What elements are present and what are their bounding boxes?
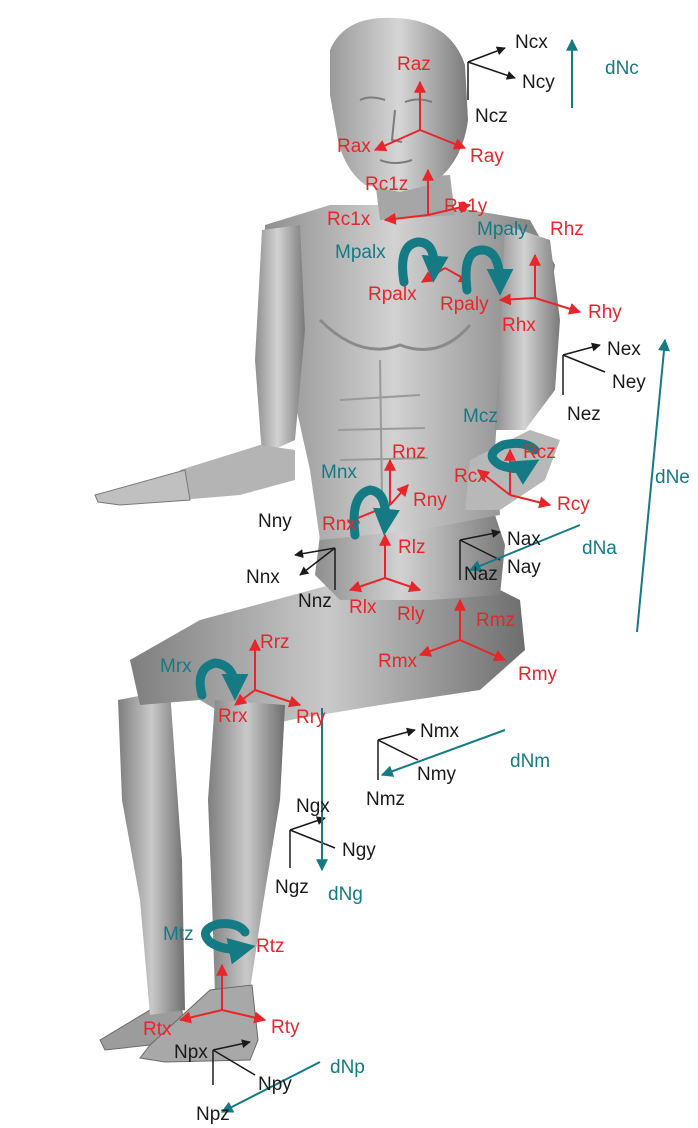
label-dnm: dNm <box>510 751 550 772</box>
label-rrz: Rrz <box>260 632 290 653</box>
left-forearm <box>180 445 295 500</box>
label-ngz: Ngz <box>275 877 309 898</box>
label-rly: Rly <box>397 604 425 625</box>
label-rnz: Rnz <box>392 442 426 463</box>
label-dng: dNg <box>328 884 363 905</box>
label-rny: Rny <box>413 490 447 511</box>
label-mcz: Mcz <box>463 406 498 427</box>
label-rlx: Rlx <box>349 597 377 618</box>
label-nex: Nex <box>607 339 641 360</box>
left-lower-leg <box>118 690 185 1015</box>
label-npy: Npy <box>258 1074 292 1095</box>
label-nmz: Nmz <box>366 789 405 810</box>
label-rmz: Rmz <box>476 610 515 631</box>
label-nez: Nez <box>567 404 601 425</box>
label-rry: Rry <box>296 707 326 728</box>
label-mnx: Mnx <box>321 462 357 483</box>
label-nny: Nny <box>258 511 292 532</box>
label-mrx: Mrx <box>160 656 192 677</box>
left-hand <box>95 470 190 505</box>
label-rmx: Rmx <box>378 651 418 672</box>
label-rcx: Rcx <box>454 466 487 487</box>
label-rcz: Rcz <box>523 442 556 463</box>
label-dna: dNa <box>582 538 617 559</box>
label-rty: Rty <box>271 1017 300 1038</box>
left-upper-arm <box>255 225 305 455</box>
label-ray: Ray <box>470 146 504 167</box>
label-ngx: Ngx <box>296 796 330 817</box>
label-rpalx: Rpalx <box>368 284 417 305</box>
label-nmy: Nmy <box>417 764 457 785</box>
label-dnp: dNp <box>330 1057 365 1078</box>
label-rc1y: Rc1y <box>444 196 488 217</box>
label-nnx: Nnx <box>246 567 280 588</box>
label-rpaly: Rpaly <box>440 294 489 315</box>
label-ncz: Ncz <box>475 106 508 127</box>
label-rcy: Rcy <box>557 494 590 515</box>
label-rc1x: Rc1x <box>327 209 371 230</box>
label-nnz: Nnz <box>298 591 332 612</box>
label-mpaly: Mpaly <box>477 219 528 240</box>
label-rnx: Rnx <box>322 514 356 535</box>
label-npz: Npz <box>196 1104 230 1125</box>
label-ncx: Ncx <box>515 32 548 53</box>
label-ncy: Ncy <box>522 72 555 93</box>
label-rlz: Rlz <box>398 537 425 558</box>
label-mpalx: Mpalx <box>335 242 386 263</box>
label-npx: Npx <box>174 1042 208 1063</box>
mannequin-figure <box>95 18 560 1062</box>
label-nmx: Nmx <box>420 721 460 742</box>
label-rrx: Rrx <box>218 706 248 727</box>
label-rhz: Rhz <box>550 219 584 240</box>
label-rhy: Rhy <box>588 302 622 323</box>
label-nax: Nax <box>507 529 541 550</box>
label-ney: Ney <box>612 372 646 393</box>
label-rax: Rax <box>337 136 371 157</box>
label-dne: dNe <box>655 467 690 488</box>
label-naz: Naz <box>464 564 498 585</box>
label-nay: Nay <box>507 557 541 578</box>
label-mtz: Mtz <box>163 924 194 945</box>
label-rtz: Rtz <box>256 936 285 957</box>
label-rhx: Rhx <box>502 315 536 336</box>
label-raz: Raz <box>397 54 431 75</box>
label-rmy: Rmy <box>518 664 558 685</box>
label-rtx: Rtx <box>143 1019 172 1040</box>
label-ngy: Ngy <box>342 840 376 861</box>
label-rc1z: Rc1z <box>365 174 408 195</box>
label-dnc: dNc <box>605 58 639 79</box>
head <box>330 18 468 192</box>
